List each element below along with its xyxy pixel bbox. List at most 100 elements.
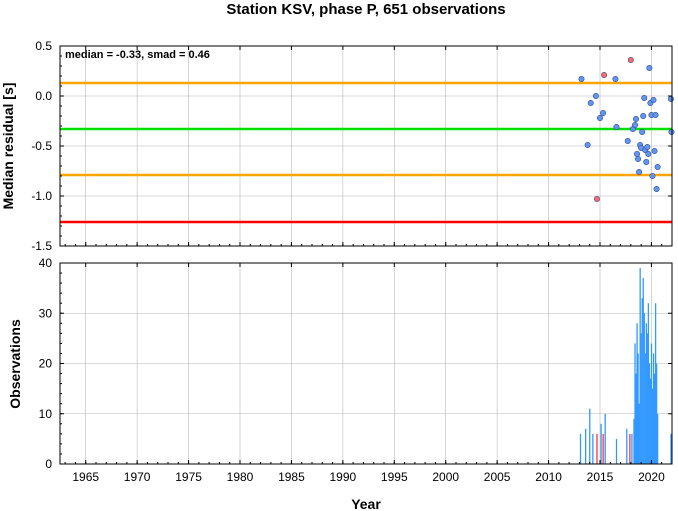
residual-point <box>601 72 608 79</box>
residual-point <box>643 159 650 166</box>
residual-point <box>624 138 631 145</box>
observation-bar <box>651 388 654 464</box>
x-tick-label: 1990 <box>330 470 357 484</box>
residual-point <box>593 196 600 203</box>
observation-bar <box>655 363 658 464</box>
residual-point <box>640 113 647 120</box>
observation-bar <box>639 268 641 464</box>
residual-y-ticks: 0.5 0.0 -0.5 -1.0 -1.5 <box>31 39 672 253</box>
x-tick-label: 1980 <box>227 470 254 484</box>
residual-point <box>634 151 641 158</box>
x-tick-label: 2005 <box>484 470 511 484</box>
residual-point <box>584 142 591 149</box>
observation-bar <box>631 433 633 464</box>
residual-point <box>612 76 619 83</box>
x-axis-label: Year <box>351 496 381 511</box>
observation-bar <box>585 428 587 464</box>
residual-point <box>667 96 674 103</box>
residual-grid <box>60 45 672 247</box>
residual-point <box>652 112 659 119</box>
residual-point <box>653 186 660 193</box>
observation-bar <box>592 433 594 464</box>
observations-y-tick-label: 30 <box>39 306 53 320</box>
residual-point <box>650 97 657 104</box>
chart-title: Station KSV, phase P, 651 observations <box>226 1 505 18</box>
residual-reference-lines <box>60 81 672 224</box>
observations-y-axis-label: Observations <box>7 319 23 409</box>
observation-bar <box>600 423 602 464</box>
observation-bar <box>589 408 591 464</box>
observation-bar <box>626 428 628 464</box>
residual-point <box>649 173 656 180</box>
residual-point <box>596 115 603 122</box>
residual-y-tick-label: 0.5 <box>35 39 52 53</box>
residual-y-tick-label: 0.0 <box>35 89 52 103</box>
residual-point <box>654 164 661 171</box>
observation-bar <box>670 433 672 464</box>
residual-point <box>600 110 607 117</box>
observation-bar <box>654 303 657 464</box>
residual-y-tick-label: -1.0 <box>31 189 52 203</box>
x-tick-label: 1995 <box>381 470 408 484</box>
residual-point <box>631 122 638 129</box>
residual-point <box>639 129 646 136</box>
x-tick-label: 1975 <box>175 470 202 484</box>
observations-y-tick-label: 20 <box>39 357 53 371</box>
x-tick-label: 1965 <box>72 470 99 484</box>
residual-point <box>636 169 643 176</box>
residual-point <box>592 93 599 100</box>
observation-bar <box>646 333 649 464</box>
observation-bar <box>637 353 639 464</box>
observation-bar <box>647 303 650 464</box>
observation-bar <box>636 323 638 464</box>
residual-point <box>651 148 658 155</box>
residual-point <box>645 151 652 158</box>
observation-bar <box>634 343 636 464</box>
residual-point <box>646 65 653 72</box>
observations-y-tick-label: 10 <box>39 407 53 421</box>
residual-point <box>641 95 648 102</box>
observation-bar <box>645 323 647 464</box>
observation-bar <box>649 378 652 464</box>
x-tick-label: 2020 <box>638 470 665 484</box>
observation-bar <box>604 413 606 464</box>
observation-bar <box>635 373 637 464</box>
observations-y-tick-label: 40 <box>39 256 53 270</box>
x-tick-label: 2010 <box>535 470 562 484</box>
observation-bar <box>652 353 655 464</box>
observation-bar <box>644 353 646 464</box>
observation-bar <box>579 433 582 464</box>
observation-bar <box>648 363 651 464</box>
residual-point <box>632 116 639 123</box>
observation-bar <box>629 433 631 464</box>
observation-bar <box>640 333 642 464</box>
residual-point <box>668 129 675 136</box>
residual-point <box>635 156 642 163</box>
x-tick-label: 2015 <box>587 470 614 484</box>
residual-point <box>578 76 585 83</box>
observation-bar <box>642 278 644 464</box>
observation-bar <box>650 343 653 464</box>
residual-point <box>644 144 651 151</box>
x-tick-label: 1970 <box>124 470 151 484</box>
residual-points <box>578 56 675 203</box>
observations-y-tick-label: 0 <box>45 457 52 471</box>
observations-y-ticks: 40 30 20 10 0 <box>39 256 672 471</box>
x-tick-label: 2000 <box>432 470 459 484</box>
observation-bar <box>653 373 656 464</box>
residual-y-tick-label: -1.5 <box>31 239 52 253</box>
residual-point <box>627 56 634 63</box>
residual-annotation: median = -0.33, smad = 0.46 <box>65 49 210 61</box>
residual-y-tick-label: -0.5 <box>31 139 52 153</box>
residual-y-axis-label: Median residual [s] <box>0 83 16 210</box>
observation-bar <box>596 433 598 464</box>
residual-panel: 0.5 0.0 -0.5 -1.0 -1.5 median = -0.33, smad … <box>0 39 675 253</box>
observation-bar <box>643 313 645 464</box>
observation-bar <box>615 438 618 464</box>
observation-bar <box>633 418 635 464</box>
observation-bar <box>657 413 659 464</box>
observations-bars <box>579 268 672 464</box>
